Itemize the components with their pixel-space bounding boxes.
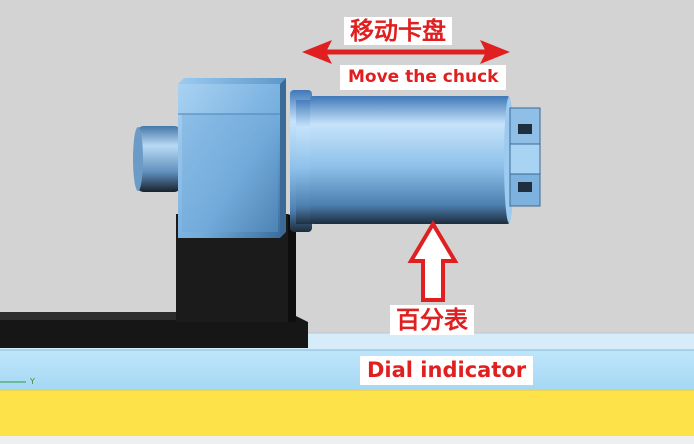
dial-indicator-label-en: Dial indicator	[360, 356, 534, 385]
dial-indicator-label-cn: 百分表	[390, 305, 474, 335]
chuck-body	[310, 96, 510, 224]
headstock-front	[178, 84, 280, 238]
rear-shaft	[136, 126, 182, 192]
flange-ring	[296, 100, 312, 224]
floor-bottom-band	[0, 436, 694, 444]
axis-y-label: Y	[30, 377, 35, 386]
yellow-floor	[0, 390, 694, 438]
headstock-face-panel	[182, 114, 278, 232]
jaw-slot	[518, 124, 532, 134]
headstock-top	[178, 78, 286, 84]
double-headed-arrow-icon	[302, 40, 510, 64]
rear-shaft-end	[133, 127, 143, 191]
base-plate-top	[0, 312, 288, 320]
hollow-up-arrow-icon	[407, 220, 459, 302]
headstock-side	[280, 78, 286, 238]
move-chuck-title-en: Move the chuck	[340, 65, 507, 90]
pedestal-side	[288, 214, 296, 322]
machine-bed	[0, 350, 694, 390]
jaw-slot	[518, 182, 532, 192]
chuck-jaw	[509, 143, 541, 175]
move-chuck-title-cn: 移动卡盘	[344, 17, 452, 45]
